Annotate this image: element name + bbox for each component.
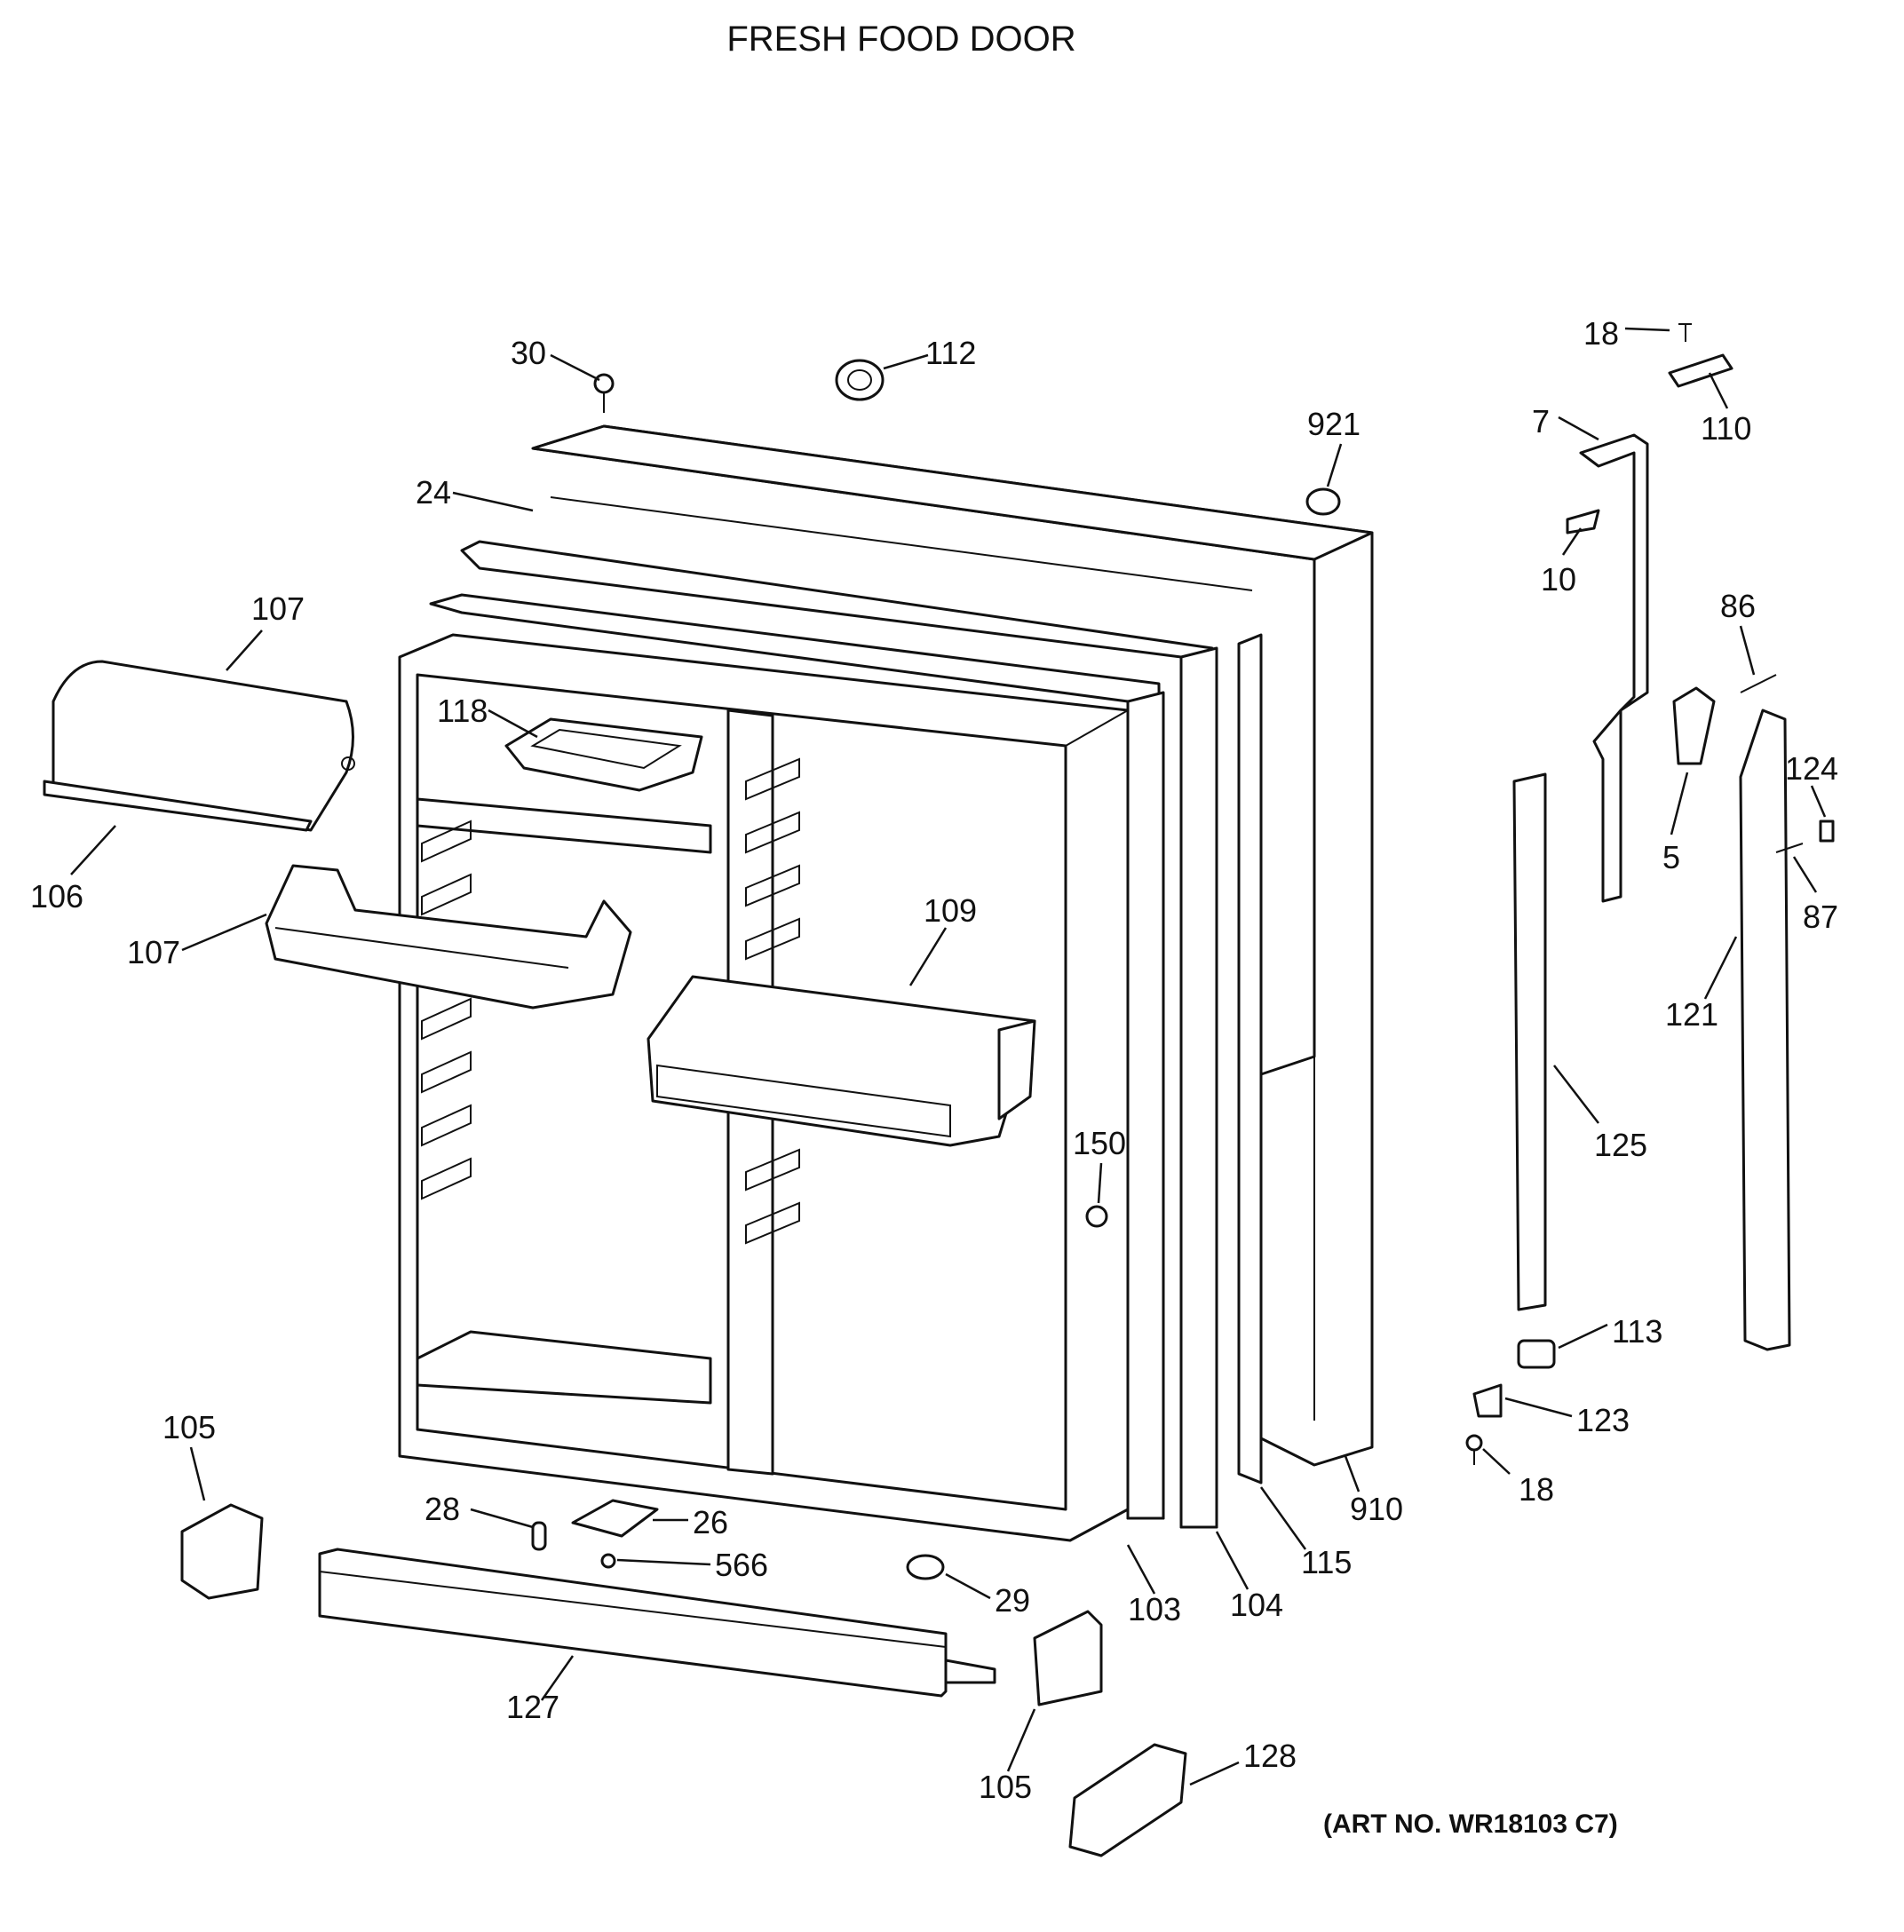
door-bin: [647, 975, 1036, 1147]
callout-7: 7: [1532, 403, 1550, 439]
pin-28: [531, 1521, 547, 1551]
callout-110: 110: [1701, 410, 1751, 447]
callout-121: 121: [1665, 996, 1718, 1033]
spacer-113: [1517, 1339, 1556, 1369]
screw-87: [1775, 843, 1804, 853]
callout-10: 10: [1541, 561, 1576, 598]
leader-lines: [70, 327, 1827, 1786]
clip-124: [1819, 820, 1835, 843]
butter-dish: [504, 717, 703, 792]
plate-26: [571, 1499, 659, 1538]
callout-5: 5: [1662, 839, 1680, 875]
callout-125: 125: [1594, 1127, 1647, 1163]
callout-28: 28: [424, 1491, 460, 1527]
callout-86: 86: [1720, 588, 1756, 624]
screw-18-bottom: [1465, 1434, 1483, 1465]
hinge-cap-110: [1668, 353, 1733, 388]
callout-103: 103: [1128, 1591, 1181, 1627]
callout-107-top: 107: [251, 590, 305, 627]
callout-128: 128: [1243, 1738, 1297, 1774]
callout-112: 112: [925, 335, 976, 371]
end-cap-105-left: [180, 1503, 264, 1600]
callout-104: 104: [1230, 1587, 1283, 1623]
callout-24: 24: [416, 474, 451, 511]
callout-30: 30: [511, 335, 546, 371]
callout-107-shelf: 107: [127, 934, 180, 970]
trim-125: [1512, 772, 1547, 1311]
outer-door-panel: [531, 424, 1374, 1467]
callout-910: 910: [1350, 1491, 1403, 1527]
screw-150: [1085, 1205, 1108, 1228]
screw-30: [593, 373, 615, 413]
art-number: (ART NO. WR18103 C7): [1323, 1809, 1618, 1839]
plug-112: [835, 359, 885, 401]
screw-86: [1740, 674, 1777, 693]
trim-127: [318, 1548, 996, 1698]
plug-921: [1305, 487, 1341, 516]
screw-566: [600, 1553, 616, 1569]
vertical-strip-115: [1237, 633, 1263, 1485]
callout-118: 118: [437, 693, 488, 729]
shim-10: [1566, 509, 1600, 534]
dairy-compartment-cover: [43, 660, 355, 832]
callout-105-left: 105: [163, 1409, 216, 1445]
callout-115: 115: [1301, 1544, 1352, 1580]
dairy-shelf: [265, 864, 632, 1010]
callout-18-top: 18: [1583, 315, 1619, 352]
callout-87: 87: [1803, 899, 1838, 935]
hinge-123: [1472, 1383, 1503, 1418]
callout-127: 127: [506, 1689, 559, 1725]
handle-mount-5: [1672, 686, 1716, 765]
screw-18-top: [1678, 323, 1692, 342]
callout-106: 106: [30, 878, 83, 915]
diagram-title: FRESH FOOD DOOR: [726, 20, 1076, 59]
end-cap-105-right: [1033, 1610, 1103, 1706]
bracket-128: [1068, 1743, 1187, 1857]
door-gasket: [460, 540, 1218, 1529]
callout-150: 150: [1073, 1125, 1126, 1161]
callout-566: 566: [715, 1547, 768, 1583]
callout-921: 921: [1307, 406, 1361, 442]
callout-124: 124: [1785, 750, 1838, 787]
callout-123: 123: [1576, 1402, 1630, 1438]
callout-109: 109: [924, 892, 977, 929]
callout-29: 29: [995, 1582, 1030, 1619]
hinge-bracket-7: [1579, 433, 1649, 903]
callout-113: 113: [1612, 1313, 1662, 1350]
callout-26: 26: [693, 1504, 728, 1540]
plug-29: [906, 1554, 945, 1580]
callout-labels: 30 112 921 24 107 106 107 118 109 150 10…: [30, 315, 1838, 1805]
handle-121: [1739, 709, 1791, 1351]
callout-105-right: 105: [979, 1769, 1032, 1805]
callout-18-bottom: 18: [1519, 1471, 1554, 1508]
